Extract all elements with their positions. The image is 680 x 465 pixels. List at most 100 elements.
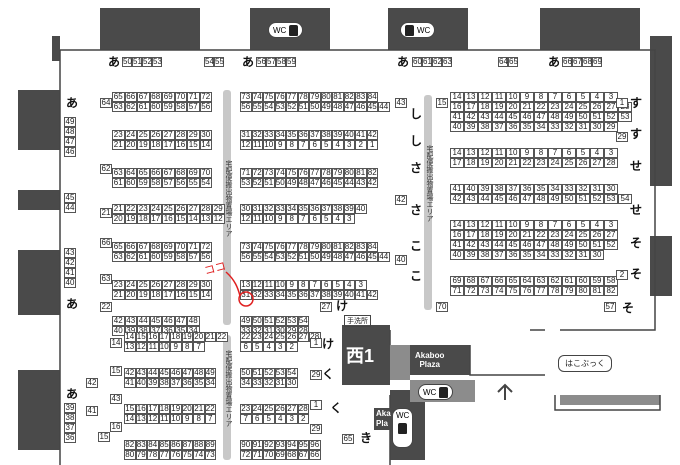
booth-cell: 40 — [135, 378, 147, 388]
booth-cell: 13 — [464, 92, 478, 102]
booth-cell: 53 — [604, 194, 618, 204]
booth-cell: 35 — [286, 130, 298, 140]
booth-cell: 20 — [193, 332, 205, 342]
booth-cell: 55 — [251, 252, 263, 262]
booth-cell: 80 — [320, 92, 332, 102]
booth-cell: 45 — [158, 368, 170, 378]
booth-cell: 18 — [478, 230, 492, 240]
booth-cell: 56 — [199, 102, 212, 112]
booth-cell: 49 — [320, 102, 332, 112]
booth-cell: 53 — [274, 252, 286, 262]
booth-cell: 65 — [137, 168, 150, 178]
booth-cell: 4 — [590, 220, 604, 230]
booth-cell: 78 — [320, 168, 332, 178]
booth-cell: 19 — [137, 140, 150, 150]
booth-cell: 43 — [110, 394, 122, 404]
booth-cell: 28 — [604, 158, 618, 168]
booth-cell: 25 — [274, 332, 286, 342]
booth-cell: 8 — [193, 414, 205, 424]
row-label-shi-1: し — [410, 107, 423, 121]
booth-cell: 13 — [464, 148, 478, 158]
booth-cell: 23 — [251, 332, 263, 342]
booth-cell: 70 — [436, 302, 448, 312]
wall-right-bottom — [560, 395, 660, 405]
booth-cell: 33 — [263, 130, 275, 140]
wc-label: WC — [396, 411, 410, 420]
booth-cell: 4 — [263, 342, 275, 352]
booth-cell: 34 — [240, 378, 252, 388]
booth-cell: 6 — [562, 220, 576, 230]
booth-cell: 50 — [240, 368, 252, 378]
booth-cell: 3 — [286, 414, 298, 424]
booth-cell: 67 — [137, 92, 150, 102]
booth-cell: 15 — [187, 290, 200, 300]
booth-cell: 47 — [181, 368, 193, 378]
booth-cell: 43 — [478, 240, 492, 250]
booth-cell: 71 — [187, 92, 200, 102]
booth-cell: 50 — [309, 252, 321, 262]
booth-cell: 41 — [450, 184, 464, 194]
booth-cell: 50 — [274, 178, 286, 188]
booth-cell: 53 — [274, 102, 286, 112]
booth-cell: 46 — [64, 147, 76, 157]
booth-cell: 64 — [498, 57, 508, 67]
booth-cell: 6 — [562, 148, 576, 158]
booth-cell: 12 — [478, 92, 492, 102]
booth-cell: 76 — [274, 242, 286, 252]
booth-cell: 15 — [124, 404, 136, 414]
booth-cell: 39 — [332, 130, 344, 140]
booth-cell: 10 — [158, 342, 170, 352]
aisle-3 — [424, 95, 432, 310]
booth-cell: 79 — [332, 168, 344, 178]
booth-cell: 7 — [193, 342, 205, 352]
booth-cell: 60 — [124, 178, 137, 188]
booth-cell: 40 — [395, 255, 407, 265]
booth-cell: 55 — [251, 102, 263, 112]
booth-cell: 59 — [590, 276, 604, 286]
row-label-a-5: あ — [66, 96, 79, 110]
row-label-a-3: あ — [397, 55, 410, 69]
booth-cell: 36 — [297, 130, 309, 140]
booth-cell: 45 — [332, 178, 344, 188]
booth-cell: 15 — [110, 366, 122, 376]
booth-cell: 31 — [590, 184, 604, 194]
booth-cell: 19 — [181, 332, 193, 342]
booth-cell: 15 — [436, 98, 448, 108]
booth-cell: 20 — [181, 404, 193, 414]
wall-left-4 — [18, 370, 60, 450]
booth-cell: 20 — [124, 290, 137, 300]
booth-cell: 27 — [297, 332, 309, 342]
booth-cell: 84 — [366, 92, 378, 102]
booth-cell: 52 — [274, 316, 286, 326]
booth-cell: 64 — [100, 98, 112, 108]
booth-cell: 63 — [112, 252, 125, 262]
row-label-su-2: す — [630, 127, 643, 141]
aisle-label-1: 宅配便搬出物置場エリア — [225, 160, 232, 237]
booth-cell: 38 — [492, 184, 506, 194]
booth-cell: 37 — [492, 250, 506, 260]
booth-cell: 19 — [492, 102, 506, 112]
booth-cell: 37 — [492, 122, 506, 132]
booth-cell: 66 — [100, 238, 112, 248]
booth-cell: 7 — [297, 214, 309, 224]
booth-cell: 69 — [450, 276, 464, 286]
booth-cell: 49 — [286, 178, 298, 188]
booth-cell: 42 — [124, 368, 136, 378]
booth-cell: 57 — [604, 302, 616, 312]
booth-cell: 78 — [147, 450, 159, 460]
booth-cell: 3 — [604, 148, 618, 158]
booth-cell: 80 — [124, 450, 136, 460]
booth-cell: 4 — [590, 92, 604, 102]
booth-cell: 71 — [240, 168, 252, 178]
booth-cell: 34 — [204, 378, 216, 388]
booth-cell: 31 — [240, 130, 252, 140]
booth-cell: 70 — [174, 92, 187, 102]
row-label-a-1: あ — [108, 55, 121, 69]
wall-left-2 — [18, 190, 60, 210]
booth-cell: 66 — [124, 242, 137, 252]
booth-cell: 40 — [343, 130, 355, 140]
booth-cell: 30 — [604, 184, 618, 194]
booth-cell: 74 — [492, 286, 506, 296]
booth-cell: 80 — [320, 242, 332, 252]
aisle-2 — [223, 335, 231, 460]
